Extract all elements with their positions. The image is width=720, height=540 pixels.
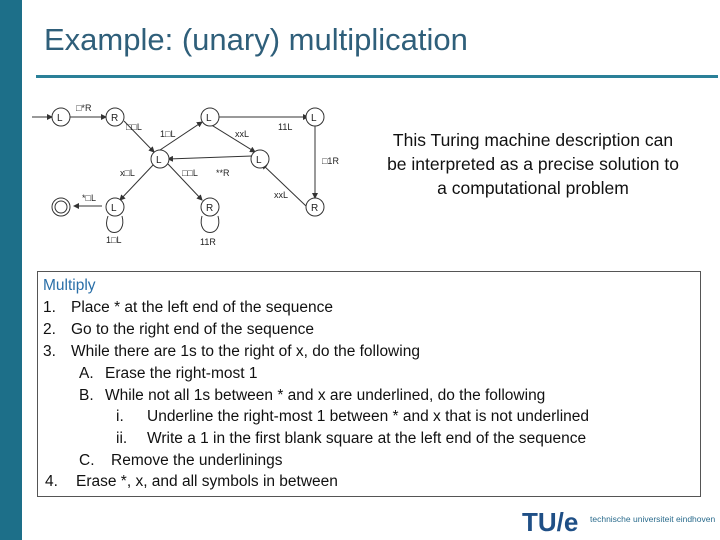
turing-machine-diagram: L R L L L L R L R □*R □□L 1□L xxL 11L □□…: [32, 103, 339, 247]
transition-label: xxL: [274, 190, 288, 200]
algorithm-heading: Multiply: [43, 277, 96, 294]
tue-logo: TU/e technische universiteit eindhoven: [522, 507, 715, 538]
step-number: C.: [79, 452, 95, 469]
step-text: Remove the underlinings: [111, 452, 283, 469]
state-label: L: [57, 113, 63, 124]
algorithm-subsubstep: ii. Write a 1 in the first blank square a…: [116, 430, 586, 448]
algorithm-box: Multiply 1. Place * at the left end of th…: [37, 271, 701, 497]
step-number: 1.: [43, 299, 56, 316]
step-text: Underline the right-most 1 between * and…: [147, 408, 590, 425]
transition-label: 11R: [200, 237, 216, 247]
transition-label: x□L: [120, 168, 135, 178]
accept-state-inner: [54, 200, 68, 214]
step-number: 2.: [43, 321, 56, 338]
transition-label: 11L: [278, 122, 292, 132]
state-node: [305, 107, 325, 127]
logo-text: technische universiteit eindhoven: [590, 514, 716, 524]
step-text: Erase *, x, and all symbols in between: [76, 473, 338, 490]
sidebar-accent-bar: [0, 0, 22, 540]
algorithm-step: 2. Go to the right end of the sequence: [43, 321, 314, 339]
state-label: L: [311, 113, 317, 124]
step-number: 3.: [43, 343, 56, 360]
transition-label: □*R: [76, 103, 92, 113]
step-number: 4.: [45, 473, 58, 490]
state-node: [150, 149, 170, 169]
diagram-description: This Turing machine description can be i…: [387, 130, 679, 198]
state-node: [200, 107, 220, 127]
transition-label: □□L: [182, 168, 198, 178]
algorithm-substep: B. While not all 1s between * and x are u…: [79, 387, 545, 405]
self-loop-2: [200, 215, 220, 233]
transition-label: *□L: [82, 193, 96, 203]
logo-mark: TU/e: [522, 507, 579, 537]
transition-label: 1□L: [106, 235, 121, 245]
transition-label: **R: [216, 168, 230, 178]
state-node: [305, 197, 325, 217]
title-divider: [36, 75, 718, 78]
transition-label: □1R: [322, 156, 339, 166]
step-text: While there are 1s to the right of x, do…: [71, 343, 420, 360]
state-label: R: [206, 203, 213, 214]
state-node: [51, 107, 71, 127]
step-number: i.: [116, 408, 124, 425]
state-node: [250, 149, 270, 169]
algorithm-substep: C. Remove the underlinings: [79, 452, 282, 470]
slide-title: Example: (unary) multiplication: [44, 22, 468, 57]
state-label: R: [111, 113, 118, 124]
self-loop-1: [106, 215, 124, 233]
step-number: A.: [79, 365, 94, 382]
state-label: L: [206, 113, 212, 124]
algorithm-substep: A. Erase the right-most 1: [79, 365, 257, 383]
state-label: L: [111, 203, 117, 214]
algorithm-step: 3. While there are 1s to the right of x, …: [43, 343, 420, 361]
algorithm-step: 1. Place * at the left end of the sequenc…: [43, 299, 333, 317]
step-text: While not all 1s between * and x are und…: [105, 387, 546, 404]
transition-label: 1□L: [160, 129, 175, 139]
step-text: Write a 1 in the first blank square at t…: [147, 430, 587, 447]
state-node: [105, 107, 125, 127]
state-label: L: [256, 155, 262, 166]
state-label: R: [311, 203, 318, 214]
step-number: ii.: [116, 430, 128, 447]
step-text: Place * at the left end of the sequence: [71, 299, 333, 316]
step-number: B.: [79, 387, 94, 404]
state-label: L: [156, 155, 162, 166]
algorithm-subsubstep: i. Underline the right-most 1 between * a…: [116, 408, 589, 426]
step-text: Erase the right-most 1: [105, 365, 258, 382]
algorithm-step: 4. Erase *, x, and all symbols in between: [45, 473, 338, 491]
transition-label: □□L: [126, 122, 142, 132]
state-node: [105, 197, 125, 217]
transition-label: xxL: [235, 129, 249, 139]
step-text: Go to the right end of the sequence: [71, 321, 315, 338]
state-node: [200, 197, 220, 217]
